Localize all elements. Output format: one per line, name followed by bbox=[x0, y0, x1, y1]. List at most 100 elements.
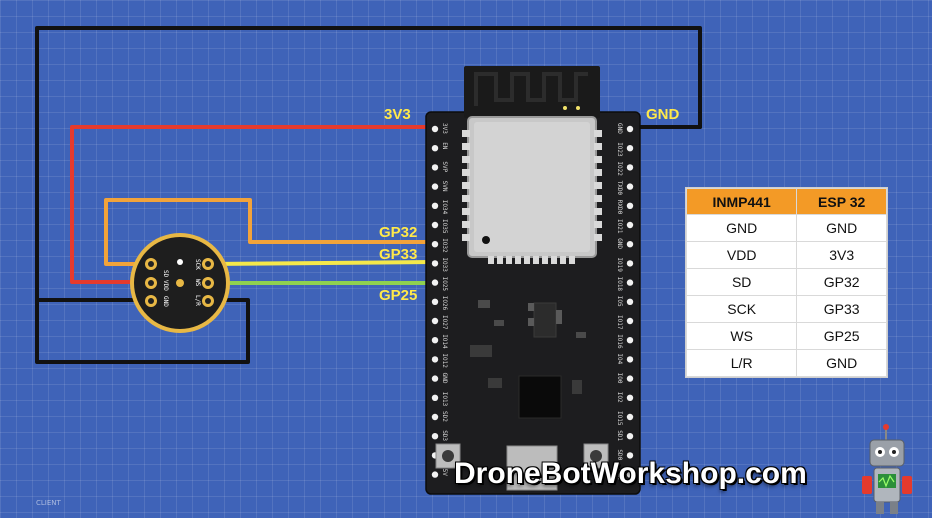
castellation bbox=[462, 130, 470, 137]
header-pin bbox=[626, 241, 634, 248]
pin-label-left: GND bbox=[441, 373, 448, 384]
table-cell: GND bbox=[796, 214, 887, 242]
header-pin bbox=[431, 164, 439, 171]
voltage-regulator bbox=[533, 302, 557, 338]
header-pin bbox=[431, 471, 439, 478]
reset-button bbox=[583, 443, 609, 469]
sd-wire-orange bbox=[104, 198, 434, 266]
pin-label-right: SD0 bbox=[616, 449, 623, 460]
pin-label-left: IO32 bbox=[441, 238, 448, 253]
castellation bbox=[462, 143, 470, 150]
corner-note: CLIENT bbox=[36, 499, 61, 507]
castellation bbox=[569, 256, 575, 264]
pin-label-left: 5V bbox=[441, 469, 448, 477]
pin-label-right: IO18 bbox=[616, 277, 623, 292]
castellation bbox=[594, 182, 602, 189]
header-pin bbox=[431, 221, 439, 229]
header-pin bbox=[431, 202, 439, 209]
pin-label-left: IO26 bbox=[441, 296, 448, 311]
castellation bbox=[497, 256, 503, 264]
pin-label-right: RXD0 bbox=[616, 200, 623, 215]
pin-label-right: TXD0 bbox=[616, 181, 623, 196]
pin-label-left: 3V3 bbox=[441, 123, 448, 134]
pin-label-right: IO22 bbox=[616, 161, 623, 176]
castellation bbox=[515, 256, 521, 264]
header-pin bbox=[626, 356, 634, 363]
label-3v3: 3V3 bbox=[384, 106, 411, 123]
pin-label-right: IO15 bbox=[616, 411, 623, 426]
castellation bbox=[594, 208, 602, 215]
left-header-pins: 3V3ENSVPSVNIO34IO35IO32IO33IO25IO26IO27I… bbox=[431, 123, 448, 478]
pin-label-right: GND bbox=[616, 123, 623, 134]
table-header-esp32: ESP 32 bbox=[796, 188, 887, 215]
header-pin bbox=[626, 433, 634, 440]
pin-label-right: IO23 bbox=[616, 142, 623, 157]
castellation bbox=[594, 234, 602, 241]
header-pin bbox=[626, 260, 634, 267]
pin-label-left: IO14 bbox=[441, 334, 448, 349]
header-pin bbox=[431, 337, 439, 344]
pin-label-right: GND bbox=[616, 238, 623, 249]
castellation bbox=[462, 156, 470, 163]
mic-label-ws: WS bbox=[194, 279, 201, 287]
pin-label-right: IO16 bbox=[616, 334, 623, 349]
table-cell: SD bbox=[685, 268, 798, 296]
header-pin bbox=[431, 298, 439, 305]
castellation bbox=[594, 169, 602, 176]
sck-wire-yellow bbox=[206, 260, 434, 266]
castellation bbox=[462, 221, 470, 228]
header-pin bbox=[626, 337, 634, 344]
header-pin bbox=[431, 279, 439, 286]
header-pin bbox=[626, 298, 634, 305]
header-pin bbox=[431, 260, 439, 267]
header-pin bbox=[431, 375, 439, 382]
castellation bbox=[594, 195, 602, 202]
pin-label-left: EN bbox=[441, 142, 448, 150]
watermark-text: DroneBotWorkshop.com bbox=[454, 457, 807, 490]
header-pin bbox=[626, 317, 634, 325]
castellation bbox=[524, 256, 530, 264]
pin-label-right: IO17 bbox=[616, 315, 623, 330]
castellation bbox=[551, 256, 557, 264]
castellation bbox=[594, 221, 602, 228]
label-gp25: GP25 bbox=[379, 287, 417, 304]
header-pin bbox=[626, 375, 634, 382]
header-pin bbox=[626, 183, 634, 190]
pin-label-right: IO21 bbox=[616, 219, 623, 234]
castellation bbox=[462, 234, 470, 241]
pin-label-left: IO25 bbox=[441, 277, 448, 292]
table-cell: WS bbox=[685, 322, 798, 350]
header-pin bbox=[431, 183, 439, 190]
label-gp33: GP33 bbox=[379, 246, 417, 263]
pin-label-right: IO0 bbox=[616, 373, 623, 384]
castellation bbox=[462, 195, 470, 202]
header-pin bbox=[626, 221, 634, 229]
header-pin bbox=[626, 413, 634, 421]
pin-label-right: IO2 bbox=[616, 392, 623, 403]
usb-chip bbox=[518, 375, 562, 419]
vdd-wire-red bbox=[70, 125, 434, 284]
robot-mascot-icon bbox=[862, 424, 912, 514]
table-cell: 3V3 bbox=[796, 241, 887, 269]
header-pin bbox=[626, 164, 634, 171]
castellation bbox=[594, 143, 602, 150]
header-pin bbox=[626, 279, 634, 286]
header-pin bbox=[431, 433, 439, 440]
castellation bbox=[560, 256, 566, 264]
pin-label-right: IO19 bbox=[616, 257, 623, 272]
pin-label-left: IO12 bbox=[441, 353, 448, 368]
header-pin bbox=[431, 241, 439, 248]
castellation bbox=[462, 169, 470, 176]
pin-label-right: CLK bbox=[616, 469, 623, 480]
pin-label-left: IO27 bbox=[441, 315, 448, 330]
table-cell: GND bbox=[685, 214, 798, 242]
header-pin bbox=[431, 394, 439, 401]
header-pin bbox=[626, 471, 634, 478]
